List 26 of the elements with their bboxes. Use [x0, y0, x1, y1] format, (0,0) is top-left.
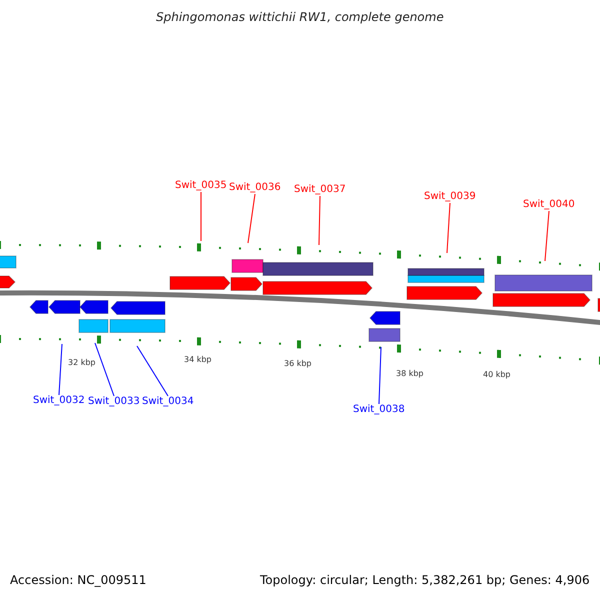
leader-line: [58, 344, 62, 396]
leader-line: [378, 346, 382, 404]
scale-label: 32 kbp: [68, 357, 96, 369]
scale-label: 38 kbp: [396, 368, 424, 380]
leader-line: [200, 192, 202, 242]
scale-label: 34 kbp: [184, 354, 212, 366]
gene-label: Swit_0032: [33, 395, 85, 407]
diagram-title: Sphingomonas wittichii RW1, complete genome: [156, 11, 444, 23]
accession-text: Accession: NC_009511: [10, 574, 146, 586]
scale-label: 36 kbp: [284, 358, 312, 370]
leader-line: [248, 194, 256, 244]
gene-label: Swit_0033: [88, 396, 140, 408]
scale-label: 40 kbp: [483, 369, 511, 381]
gene-label: Swit_0040: [523, 199, 575, 211]
leader-line: [136, 346, 168, 396]
gene-label: Swit_0038: [353, 404, 405, 416]
leader-line: [318, 196, 320, 246]
gene-label: Swit_0036: [229, 182, 281, 194]
leader-line: [94, 342, 114, 396]
gene-label: Swit_0037: [294, 184, 346, 196]
leader-line: [544, 210, 550, 262]
genome-summary: Topology: circular; Length: 5,382,261 bp; Genes: 4,906: [260, 574, 590, 586]
gene-label: Swit_0039: [424, 191, 476, 203]
gene-label: Swit_0035: [175, 180, 227, 192]
leader-line: [446, 202, 450, 254]
gene-label: Swit_0034: [142, 396, 194, 408]
